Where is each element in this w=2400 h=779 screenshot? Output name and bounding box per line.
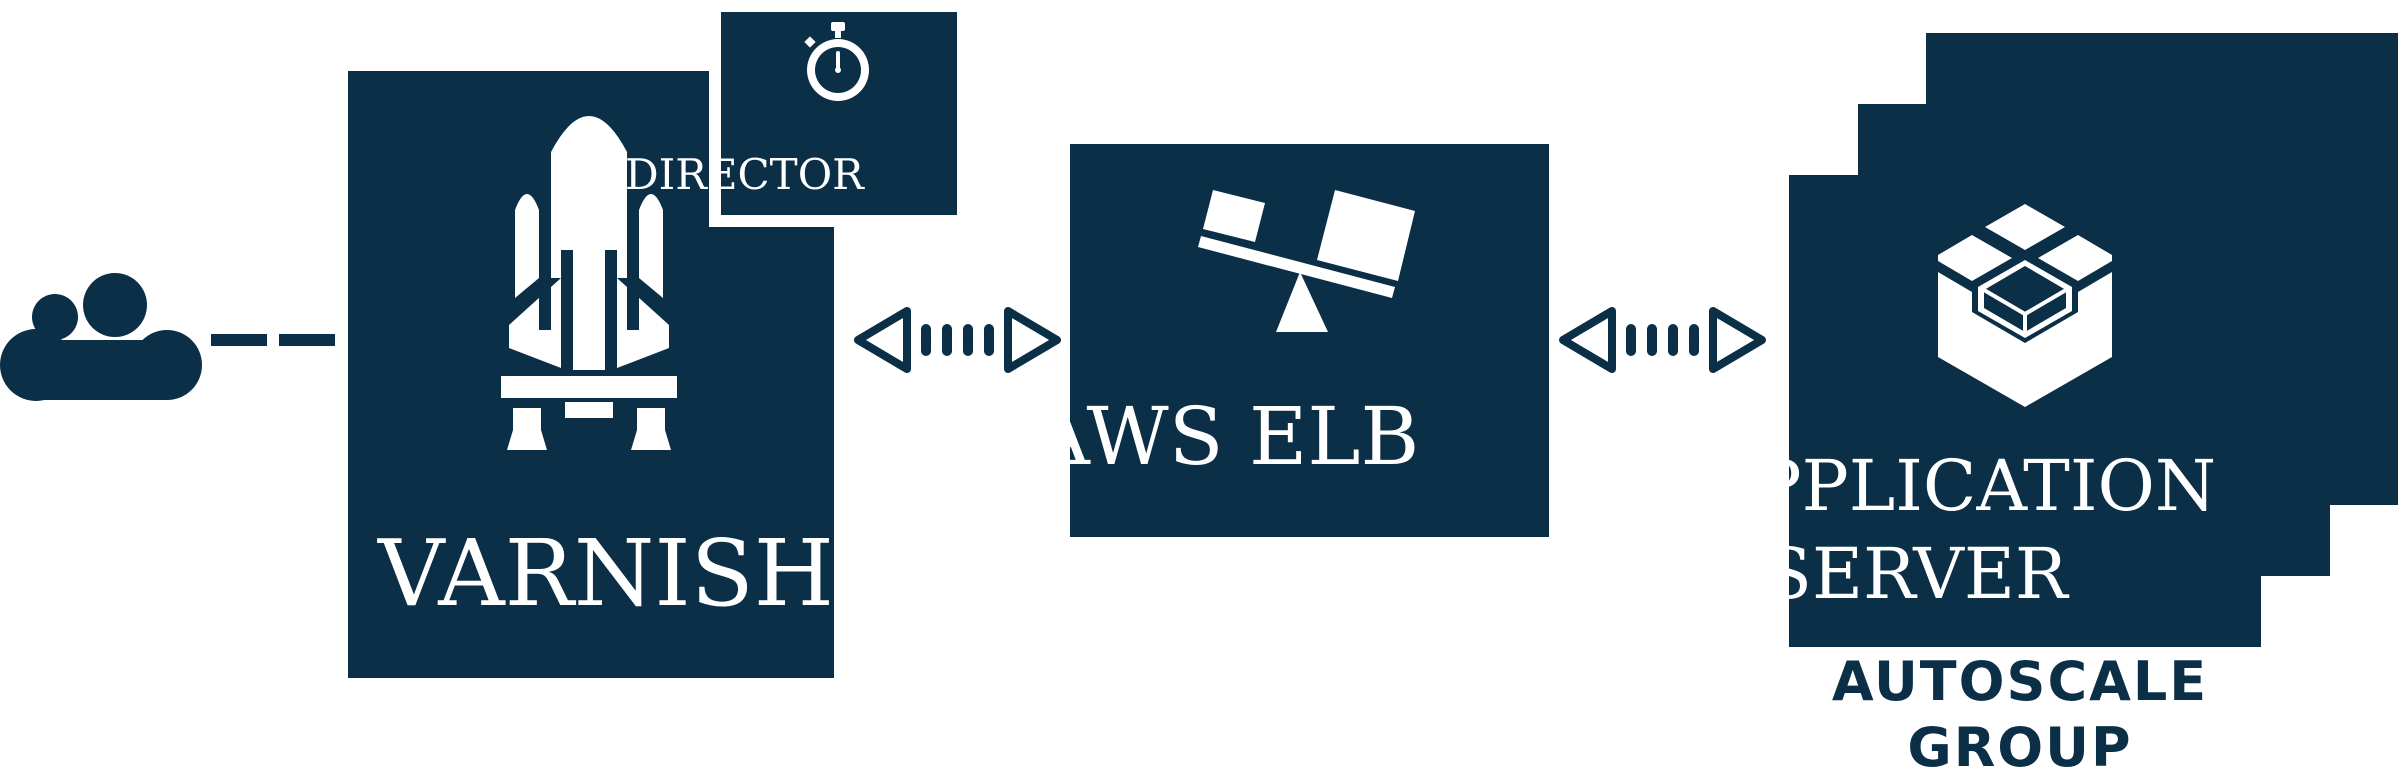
app-server-box: [1789, 175, 2261, 647]
autoscale-group-label-line2: GROUP: [1907, 716, 2133, 779]
elb-app-connector: [1559, 307, 1766, 373]
elb-box: [1070, 144, 1549, 537]
elb-label-clip: AWS ELB: [1070, 390, 1549, 490]
varnish-label: VARNISH: [378, 520, 834, 627]
app-server-label-clip: APPLICATION SERVER: [1789, 445, 2261, 620]
app-server-label-line2: SERVER: [1789, 533, 2068, 615]
stopwatch-icon: [804, 22, 869, 101]
cloud-icon: [0, 273, 202, 401]
cube-icon: [1938, 204, 2112, 407]
elb-label: AWS ELB: [1070, 390, 1420, 483]
director-label: DIRECTOR: [625, 150, 864, 199]
app-server-label-line1: APPLICATION: [1789, 445, 2217, 527]
varnish-elb-connector: [854, 307, 1061, 373]
space-shuttle-icon: [501, 116, 677, 450]
client-varnish-connector: [211, 334, 339, 346]
balance-scale-icon: [1198, 190, 1415, 332]
autoscale-group-label-line1: AUTOSCALE: [1831, 650, 2209, 713]
varnish-label-clip: VARNISH: [348, 520, 834, 630]
